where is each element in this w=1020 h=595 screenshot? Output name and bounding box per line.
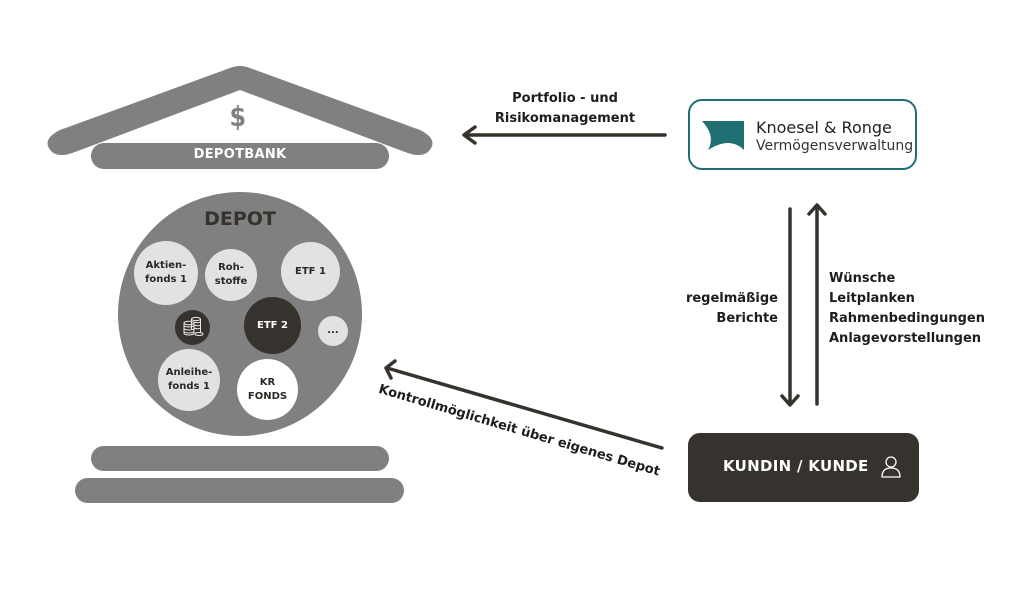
label-wishes-1: Wünsche [829, 271, 896, 286]
label-portfolio-line1: Portfolio - und [512, 91, 618, 106]
label-wishes-4: Anlagevorstellungen [829, 331, 982, 346]
client-card: KUNDIN / KUNDE [688, 433, 919, 502]
manager-card: Knoesel & Ronge Vermögensverwaltung [688, 99, 917, 170]
depotbank-label: DEPOTBANK [193, 147, 287, 162]
depot-item-etf1: ETF 1 [281, 242, 340, 301]
user-icon [881, 456, 901, 478]
depot-item-more: ... [318, 316, 348, 346]
kr-logo-icon [702, 121, 744, 150]
coins-stack-icon [175, 310, 210, 345]
arrow-manager-to-bank [462, 125, 667, 145]
arrow-client-to-manager [807, 203, 827, 406]
label-reports-line1: regelmäßige [685, 291, 778, 306]
depot-item-kr-fonds: KR FONDS [237, 359, 298, 420]
arrow-client-to-depot [384, 359, 664, 450]
label-portfolio-line2: Risikomanagement [494, 111, 636, 126]
depotbank-bar [91, 143, 389, 169]
label-reports-line2: Berichte [716, 311, 778, 326]
depot-title: DEPOT [204, 208, 276, 230]
client-label: KUNDIN / KUNDE [723, 457, 869, 475]
manager-subtitle: Vermögensverwaltung [756, 138, 914, 154]
depot-item-etf2: ETF 2 [244, 297, 301, 354]
arrow-manager-to-client [780, 207, 800, 407]
depot-item-rohstoffe: Roh- stoffe [205, 249, 257, 301]
label-wishes-2: Leitplanken [829, 291, 915, 306]
bank-base-bar-lower [75, 478, 404, 503]
bank-roof [47, 66, 433, 155]
depot-item-anleihefonds: Anleihe- fonds 1 [158, 349, 220, 411]
dollar-icon: $ [229, 100, 247, 133]
bank-base-bar-upper [91, 446, 389, 471]
manager-name: Knoesel & Ronge [756, 118, 892, 137]
label-wishes-3: Rahmenbedingungen [829, 311, 985, 326]
depot-item-aktienfonds: Aktien- fonds 1 [134, 241, 198, 305]
